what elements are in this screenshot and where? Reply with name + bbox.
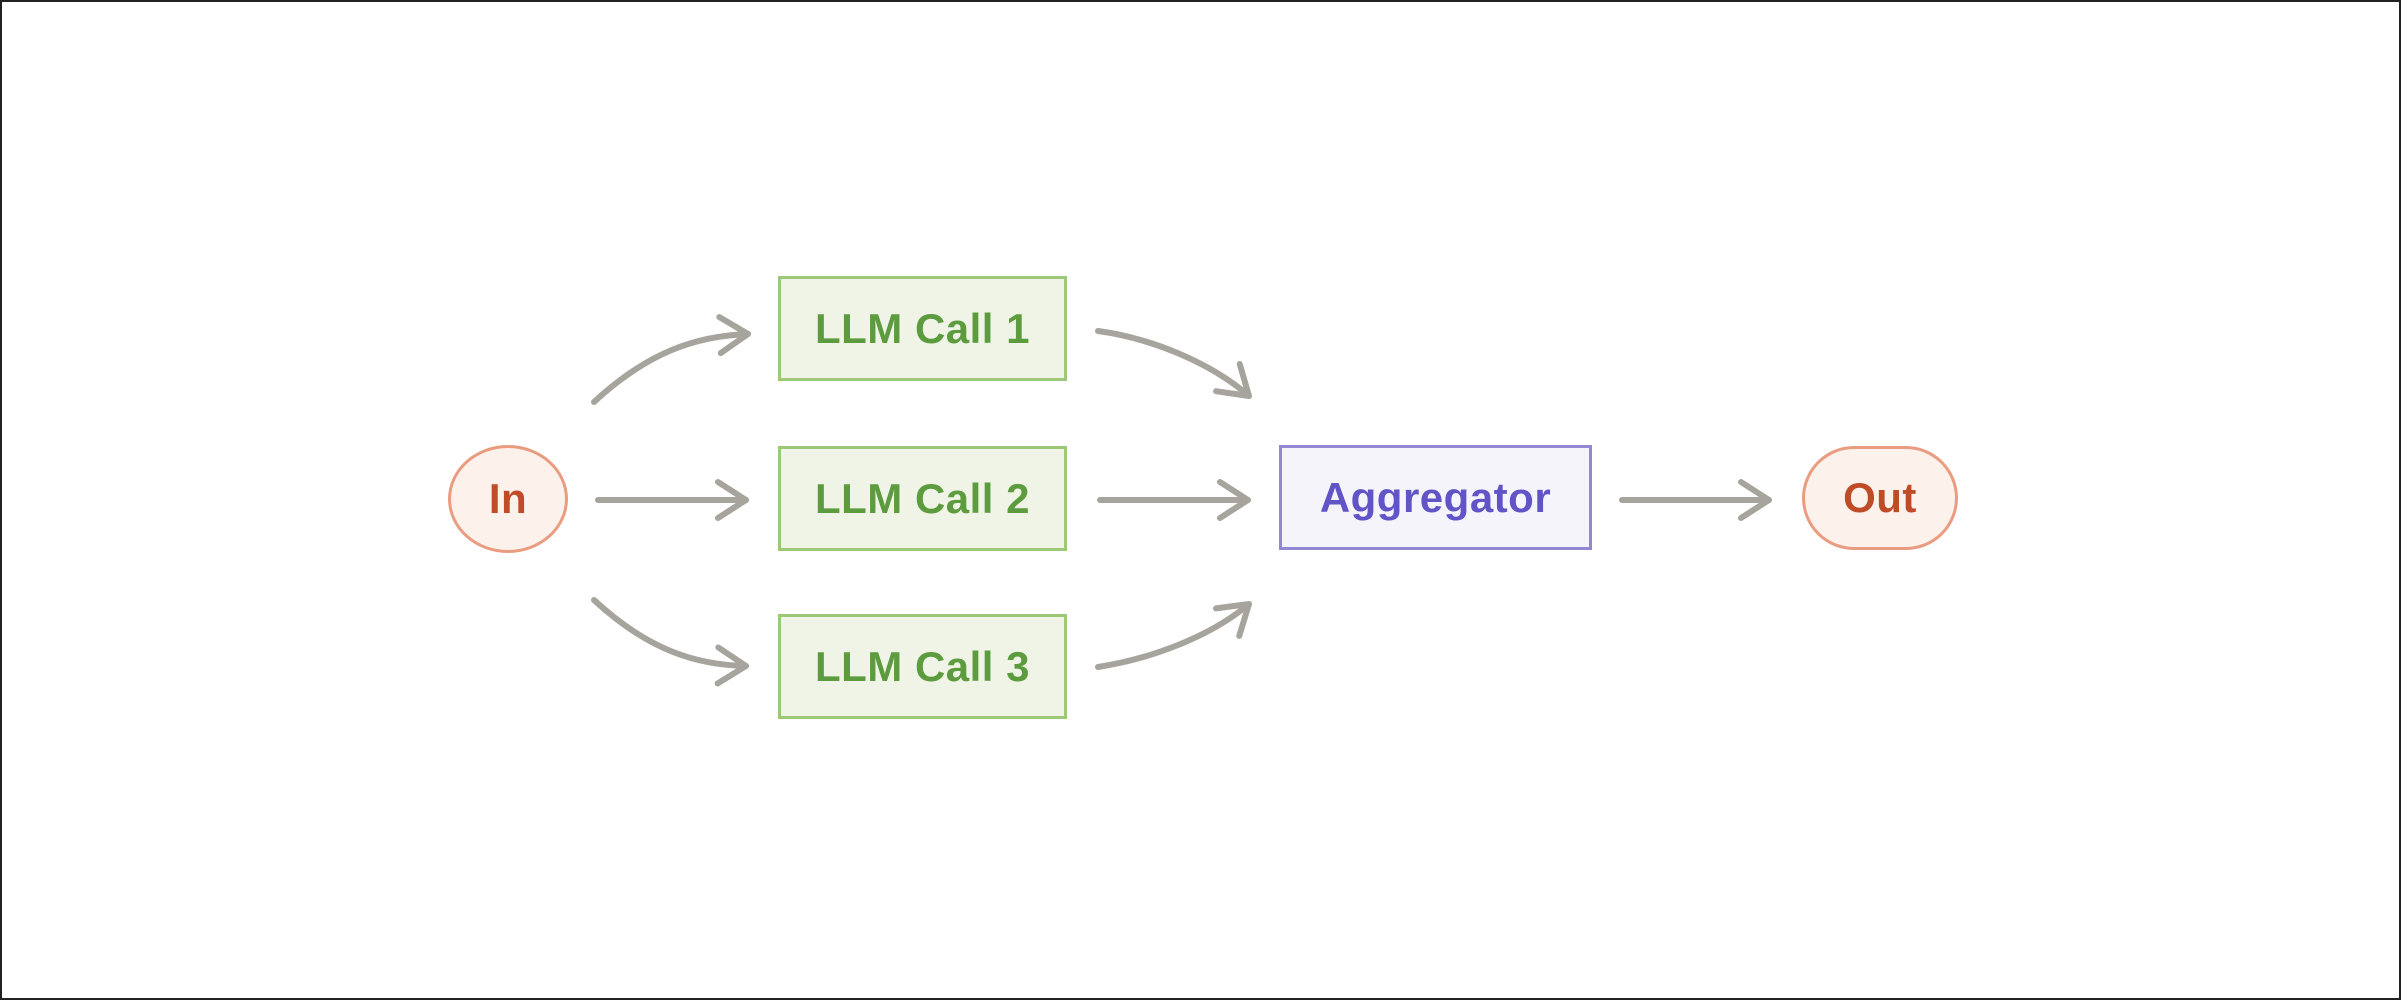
node-aggregator-label: Aggregator	[1319, 473, 1552, 521]
node-llm-call-1: LLM Call 1	[778, 276, 1067, 381]
node-in-label: In	[488, 475, 528, 522]
node-aggregator: Aggregator	[1279, 445, 1592, 550]
arrow-in-to-llm1	[591, 314, 751, 405]
node-out-label: Out	[1843, 474, 1917, 521]
node-llm-call-2-label: LLM Call 2	[814, 474, 1031, 522]
node-llm-call-2: LLM Call 2	[778, 446, 1067, 551]
node-llm-call-1-label: LLM Call 1	[814, 304, 1031, 352]
node-in: In	[448, 445, 568, 553]
arrow-llm3-to-aggregator	[1095, 601, 1252, 670]
node-llm-call-3-label: LLM Call 3	[814, 642, 1031, 690]
node-llm-call-3: LLM Call 3	[778, 614, 1067, 719]
arrow-in-to-llm3	[591, 597, 749, 687]
arrow-llm1-to-aggregator	[1095, 328, 1252, 399]
node-out: Out	[1802, 446, 1958, 550]
